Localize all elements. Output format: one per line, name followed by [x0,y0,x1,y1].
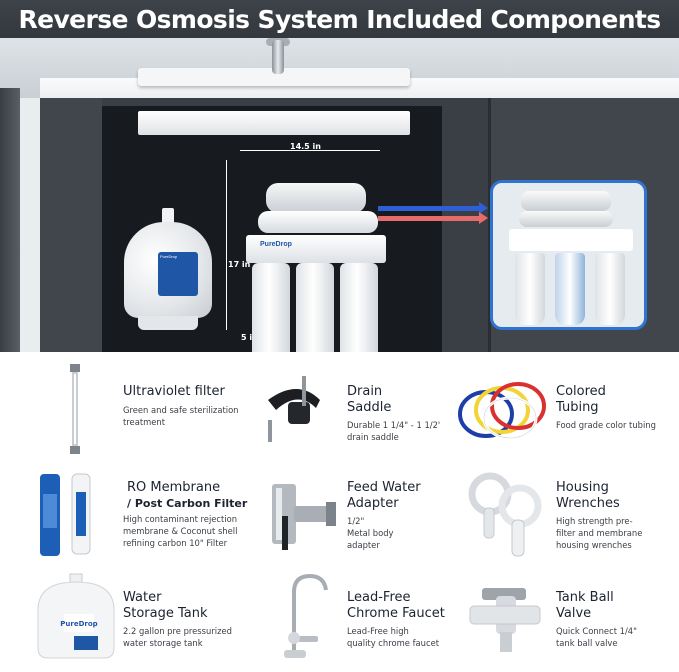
feed-adapter-icon [272,484,336,550]
component-title: Water Storage Tank [123,590,208,621]
wrench-icon [468,472,542,557]
width-dimension-label: 14.5 in [290,142,321,151]
component-title: Tank Ball Valve [556,590,614,621]
ro-unit-illustration: PureDrop [240,183,390,352]
membrane-filter-icon [40,473,91,556]
height-dimension-line [226,160,227,330]
storage-tank-illustration: PureDrop [124,208,212,332]
component-title: Ultraviolet filter [123,384,225,399]
component-description: Quick Connect 1/4" tank ball valve [556,626,637,648]
page-title: Reverse Osmosis System Included Componen… [18,4,661,34]
component-description: 2.2 gallon pre pressurized water storage… [123,626,232,648]
svg-text:PureDrop: PureDrop [60,620,97,628]
component-drain-saddle: Drain Saddle Durable 1 1/4" - 1 1/2' dra… [258,360,484,466]
width-dimension-line [240,150,380,151]
header-banner: Reverse Osmosis System Included Componen… [0,0,679,38]
faucet-icon [284,573,328,658]
cabinet-light [138,111,410,135]
cabinet-side [40,98,102,352]
component-description: High strength pre- filter and membrane h… [556,516,643,550]
component-title: Feed Water Adapter [347,480,421,511]
depth-dimension-label: 5 in [241,333,258,342]
stool [0,88,20,352]
tubing-icon [458,382,546,440]
component-title: Lead-Free Chrome Faucet [347,590,445,621]
component-title: Drain Saddle [347,384,392,415]
ball-valve-icon [469,588,541,652]
component-tank-ball-valve: Tank Ball Valve Quick Connect 1/4" tank … [456,570,679,672]
component-ro-membrane: RO Membrane / Post Carbon Filter High co… [30,466,256,572]
kitchen-scene: 14.5 in 17 in 5 in PureDrop PureDrop [0,38,679,352]
arrow-red [378,212,488,224]
components-grid: Ultraviolet filter Green and safe steril… [0,352,679,672]
component-description: Green and safe sterilization treatment [123,405,239,427]
component-description: 1/2" Metal body adapter [347,516,394,550]
ro-brand-label: PureDrop [260,241,292,248]
component-housing-wrenches: Housing Wrenches High strength pre- filt… [456,466,679,572]
drain-saddle-icon [268,376,320,442]
height-dimension-label: 17 in [228,260,251,269]
arrow-blue [378,202,488,214]
faucet [272,40,284,74]
component-description: Durable 1 1/4" - 1 1/2' drain saddle [347,420,441,442]
component-feed-water-adapter: Feed Water Adapter 1/2" Metal body adapt… [258,466,484,572]
component-title: Colored Tubing [556,384,606,415]
component-title: Housing Wrenches [556,480,620,511]
component-description: Lead-Free high quality chrome faucet [347,626,440,648]
inset-closeup [490,180,647,330]
component-title: RO Membrane / Post Carbon Filter [127,480,248,510]
component-water-storage-tank: PureDrop Water Storage Tank 2.2 gallon p… [30,570,256,672]
tank-label: PureDrop [158,252,198,296]
sink [138,68,410,86]
component-description: High contaminant rejection membrane & Co… [123,514,238,548]
component-colored-tubing: Colored Tubing Food grade color tubing [456,360,679,466]
storage-tank-icon: PureDrop [37,573,115,659]
component-description: Food grade color tubing [556,420,656,430]
uv-lamp-icon [70,364,80,454]
component-chrome-faucet: Lead-Free Chrome Faucet Lead-Free high q… [258,570,484,672]
component-ultraviolet-filter: Ultraviolet filter Green and safe steril… [40,360,266,466]
